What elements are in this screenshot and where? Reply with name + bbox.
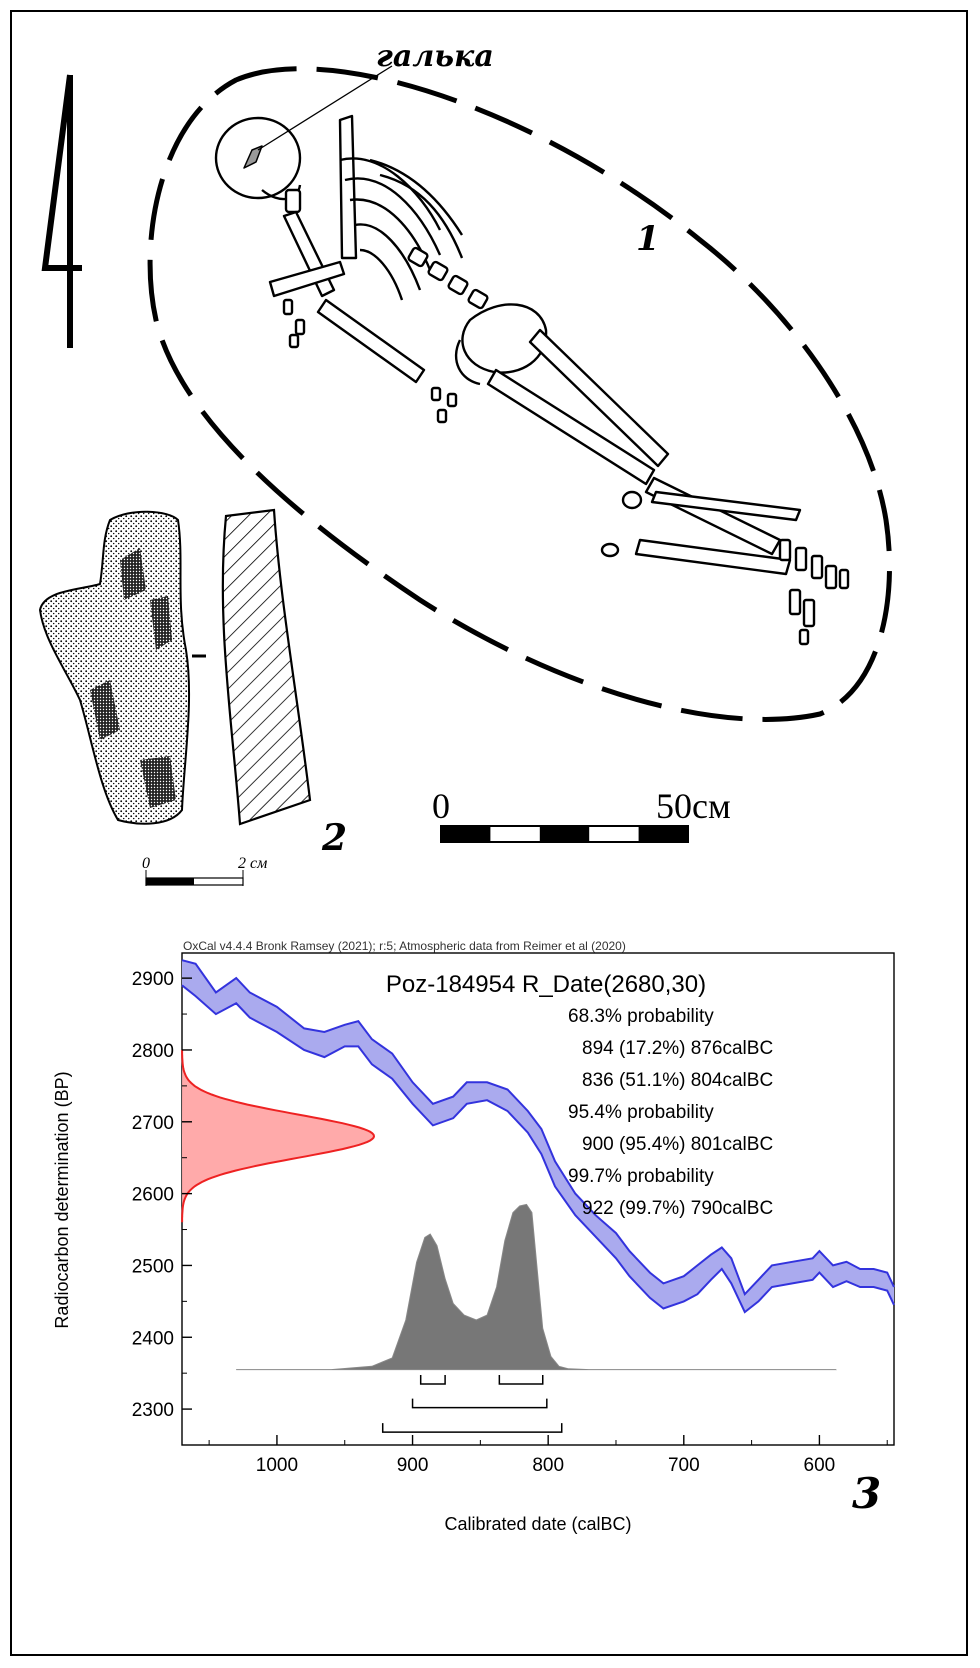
scale-bar-small-end: 2 см bbox=[238, 855, 267, 872]
legend-range: 836 (51.1%) 804calBC bbox=[582, 1070, 773, 1091]
x-tick-label: 600 bbox=[804, 1455, 836, 1476]
scale-bar-large bbox=[440, 825, 689, 843]
x-tick-label: 1000 bbox=[256, 1455, 298, 1476]
y-axis-label: Radiocarbon determination (BP) bbox=[52, 1071, 72, 1328]
legend-probability-header: 95.4% probability bbox=[568, 1102, 714, 1123]
pebble-leader-line bbox=[257, 65, 393, 151]
x-tick-label: 800 bbox=[532, 1455, 564, 1476]
panel-label-1: 1 bbox=[636, 219, 660, 259]
calibration-curve-upper bbox=[181, 959, 895, 1297]
legend-range: 922 (99.7%) 790calBC bbox=[582, 1198, 773, 1219]
y-tick-label: 2800 bbox=[132, 1041, 174, 1062]
chart-title: Poz-184954 R_Date(2680,30) bbox=[386, 971, 706, 998]
legend-range: 894 (17.2%) 876calBC bbox=[582, 1038, 773, 1059]
artifact-shading bbox=[90, 548, 176, 808]
scale-bar-large-start: 0 bbox=[432, 786, 450, 826]
scale-bar-small-start: 0 bbox=[142, 855, 150, 872]
legend-range: 900 (95.4%) 801calBC bbox=[582, 1134, 773, 1155]
legend-probability-header: 99.7% probability bbox=[568, 1166, 714, 1187]
scale-bar-small bbox=[145, 870, 244, 886]
y-tick-label: 2600 bbox=[132, 1185, 174, 1206]
y-tick-label: 2500 bbox=[132, 1256, 174, 1277]
artifact-section bbox=[221, 508, 312, 826]
y-tick-label: 2900 bbox=[132, 969, 174, 990]
y-tick-label: 2300 bbox=[132, 1400, 174, 1421]
x-tick-label: 900 bbox=[397, 1455, 429, 1476]
scale-bar-large-end: 50см bbox=[656, 786, 731, 826]
range-68.3%-0 bbox=[419, 1374, 446, 1385]
artifact-view bbox=[38, 510, 191, 825]
calibrated-distribution bbox=[236, 1203, 837, 1371]
x-axis-label: Calibrated date (calBC) bbox=[444, 1514, 631, 1534]
panel-label-2: 2 bbox=[321, 817, 347, 859]
range-99.7%-0 bbox=[381, 1423, 563, 1433]
chart-header-note: OxCal v4.4.4 Bronk Ramsey (2021); r:5; A… bbox=[183, 939, 626, 953]
legend-probability-header: 68.3% probability bbox=[568, 1006, 714, 1027]
oxcal-chart: 1000 900 800 700 600 2300 2400 2500 2600 2700 2800… bbox=[52, 939, 895, 1534]
figure-border bbox=[10, 10, 968, 1656]
x-tick-label: 700 bbox=[668, 1455, 700, 1476]
grave-pit-outline bbox=[147, 66, 893, 722]
pebble-marker bbox=[243, 145, 263, 169]
y-tick-label: 2700 bbox=[132, 1113, 174, 1134]
range-95.4%-0 bbox=[411, 1398, 548, 1409]
calibration-curve-lower bbox=[181, 984, 895, 1314]
range-68.3%-1 bbox=[498, 1374, 544, 1385]
pebble-label: галька bbox=[376, 39, 494, 74]
skeleton-drawing bbox=[214, 114, 850, 646]
probability-legend: 68.3% probability 894 (17.2%) 876calBC 836… bbox=[568, 1006, 773, 1219]
north-arrow-icon bbox=[41, 74, 82, 348]
y-tick-label: 2400 bbox=[132, 1328, 174, 1349]
panel-label-3: 3 bbox=[852, 1469, 881, 1518]
radiocarbon-date-distribution bbox=[182, 1049, 374, 1223]
